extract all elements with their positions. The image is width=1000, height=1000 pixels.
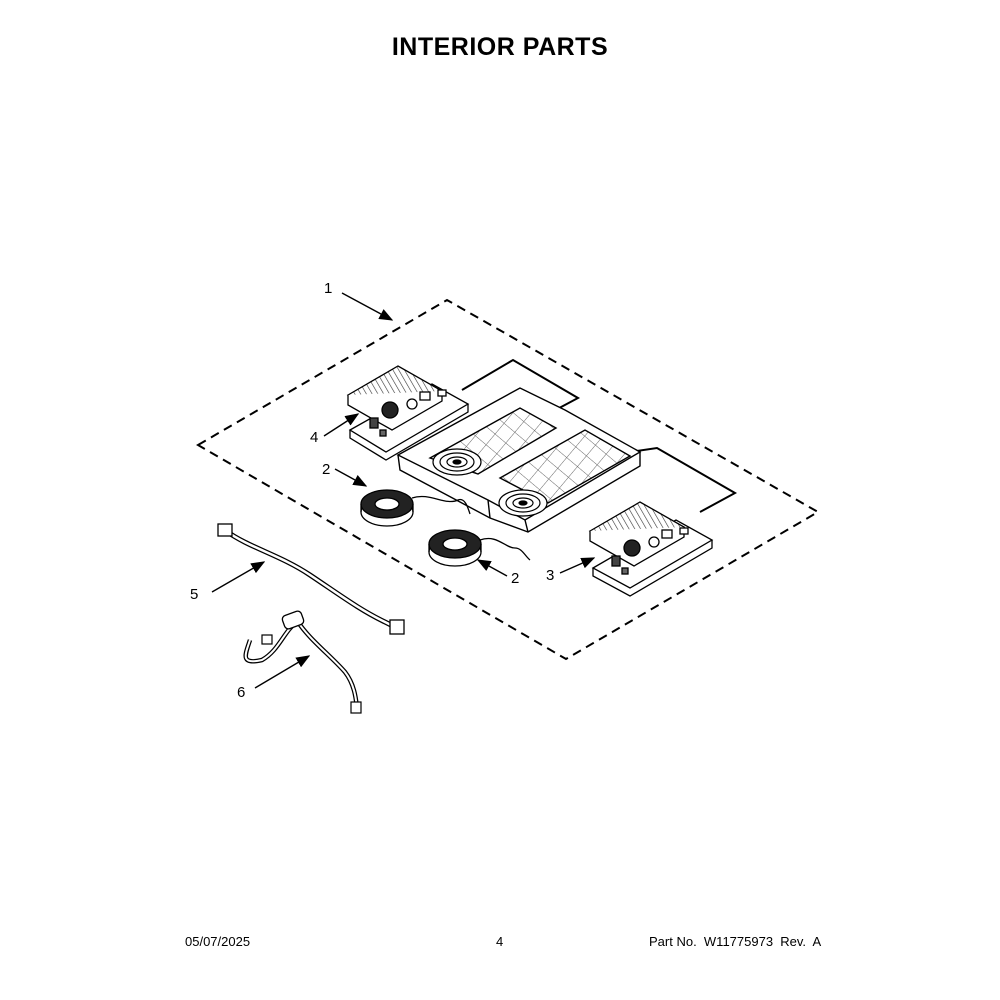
page-title: INTERIOR PARTS [391, 33, 609, 61]
callout-5: 5 [190, 586, 198, 603]
footer-part-number: Part No. W11775973 Rev. A [649, 934, 822, 949]
power-board-right [588, 501, 714, 597]
tray-coil-seat-left [432, 448, 482, 476]
callout-6: 6 [237, 684, 245, 701]
induction-coil-upper [360, 489, 471, 527]
callout-leaders [211, 292, 596, 689]
connection-wires [461, 358, 738, 513]
tray-coil-seat-right [498, 489, 548, 517]
callout-1: 1 [324, 280, 332, 297]
wire-harness-5 [217, 523, 405, 635]
footer-date: 05/07/2025 [185, 934, 251, 949]
callout-4: 4 [310, 429, 318, 446]
callout-2-lower: 2 [511, 570, 519, 587]
power-board-left [346, 365, 470, 461]
filter-harness-6 [243, 610, 362, 714]
callout-2-upper: 2 [322, 461, 330, 478]
footer-page-number: 4 [496, 934, 504, 949]
callout-3: 3 [546, 567, 554, 584]
induction-coil-lower [428, 529, 531, 567]
